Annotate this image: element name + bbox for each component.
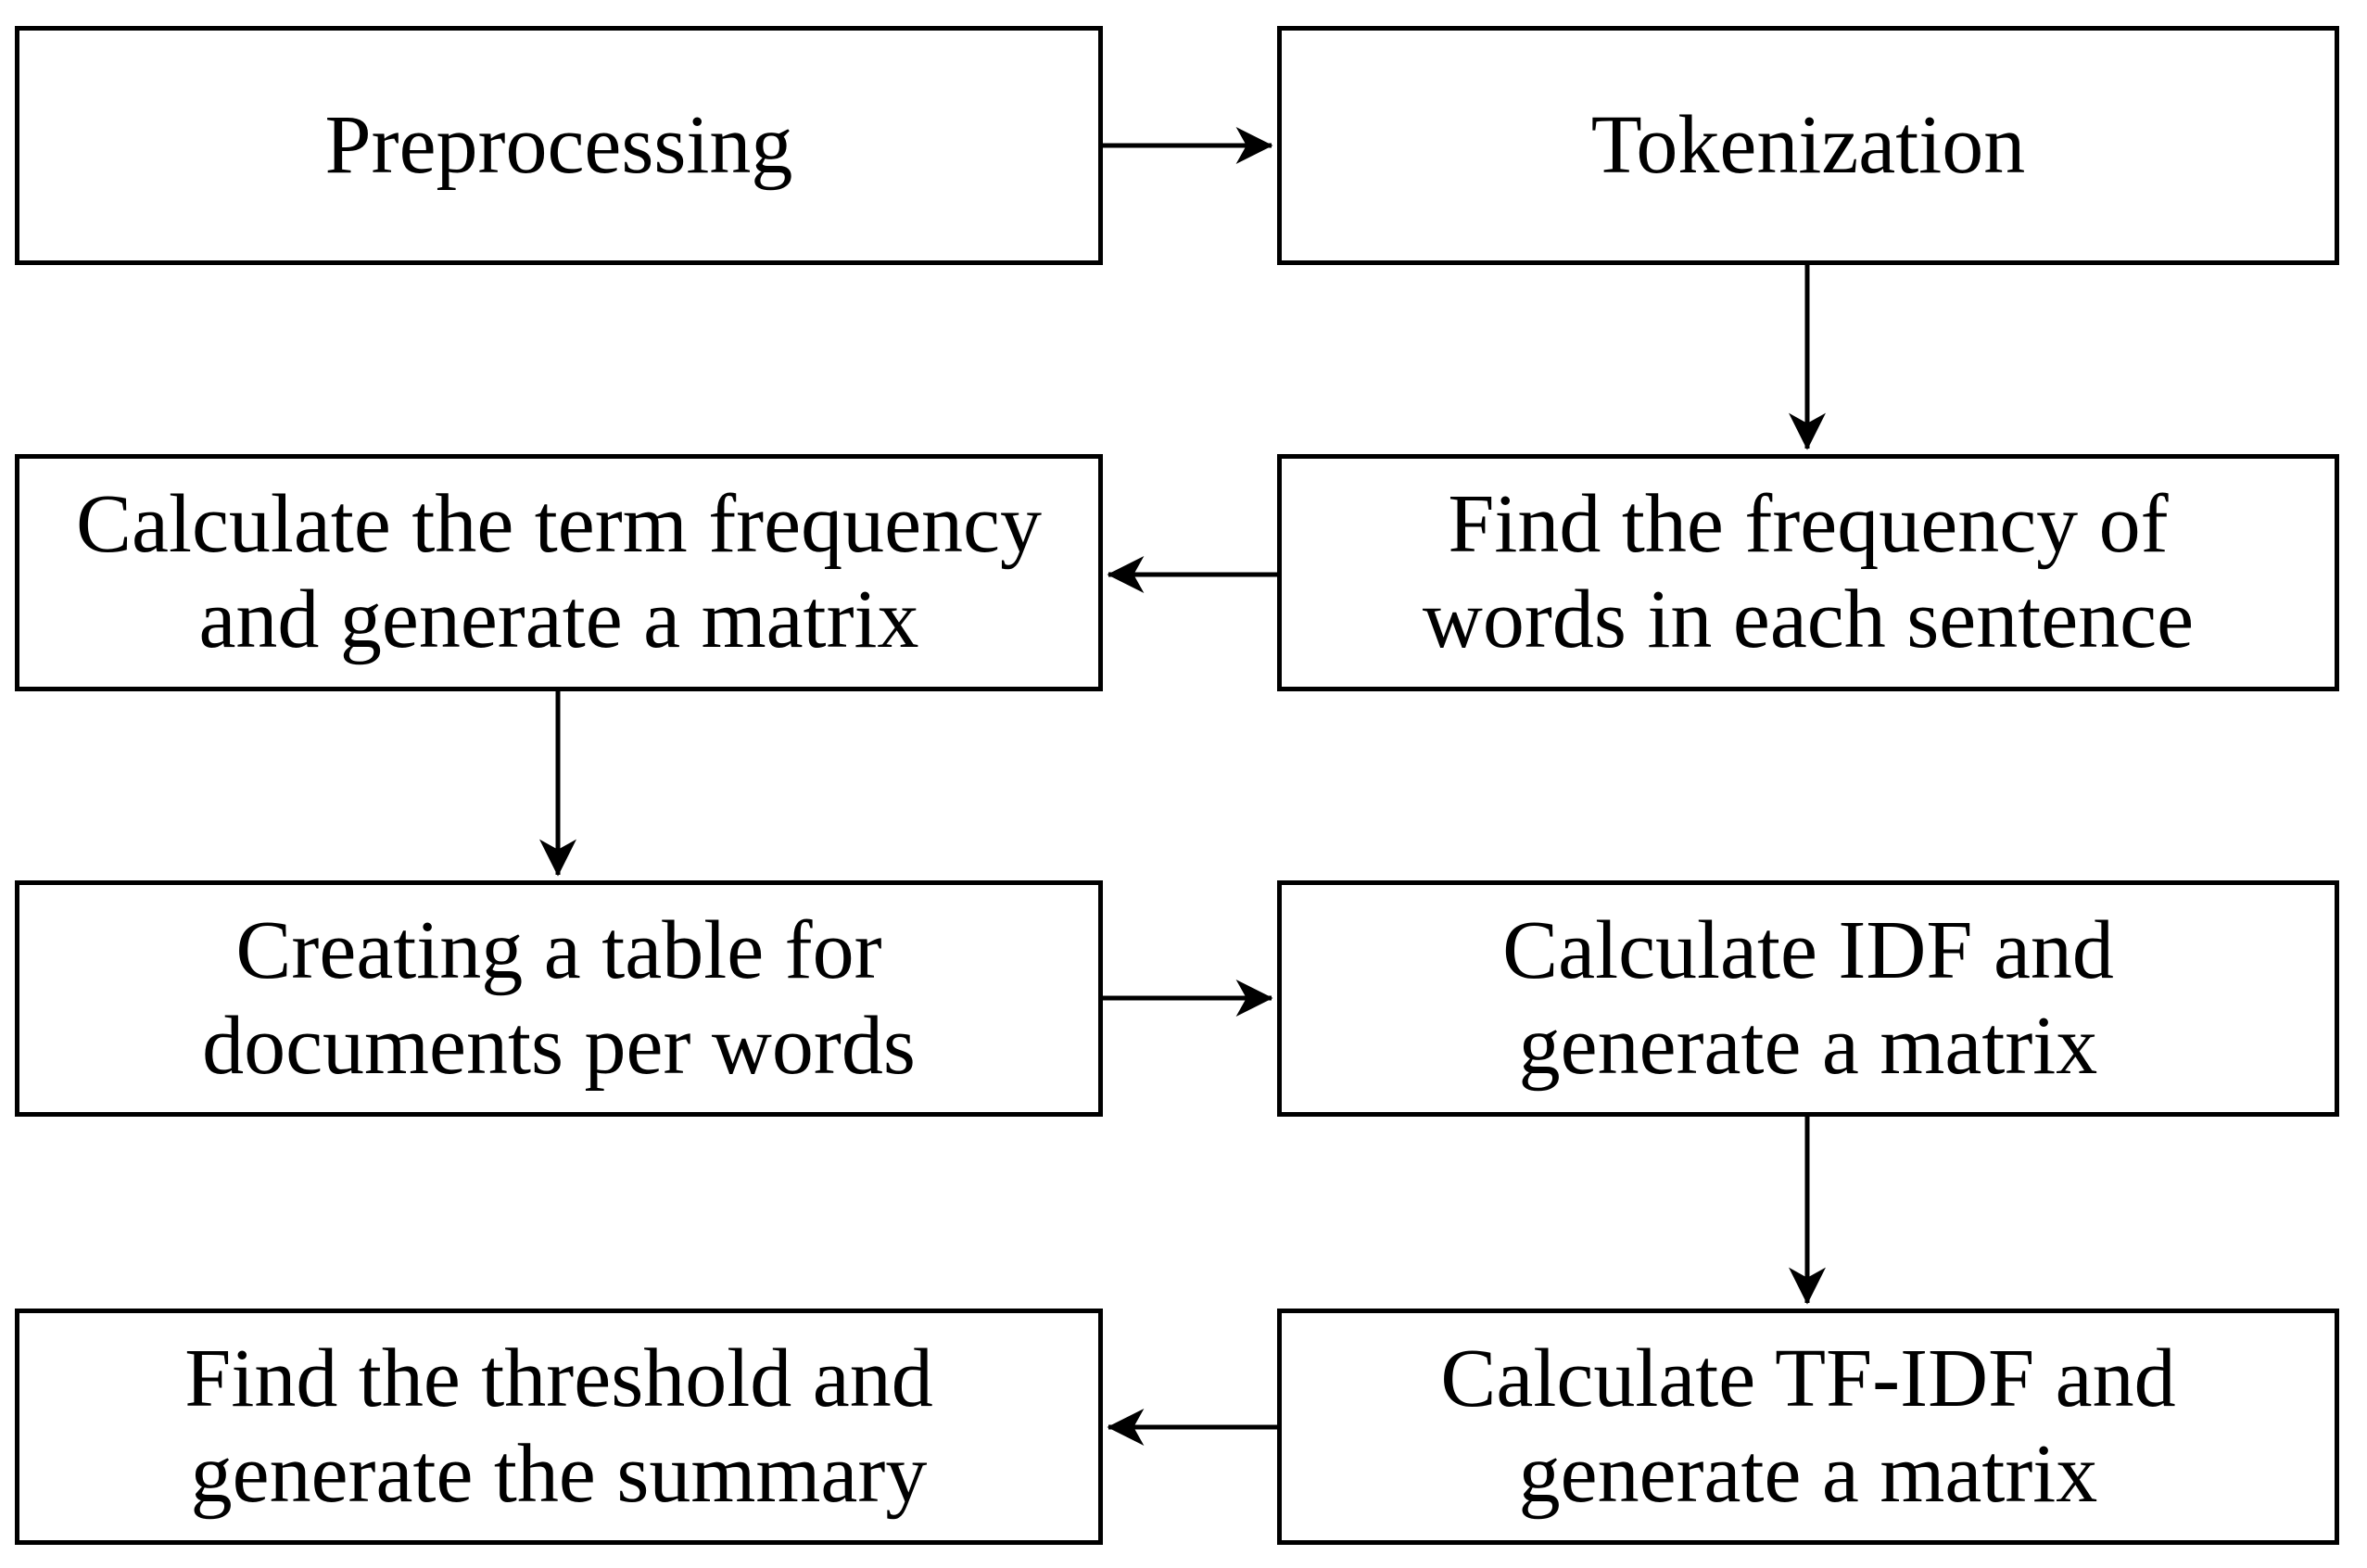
node-label-line: and generate a matrix [198, 574, 919, 665]
node-label-line: generate a matrix [1518, 999, 2098, 1092]
node-term-frequency-matrix: Calculate the term frequency and generat… [15, 454, 1103, 691]
node-tokenization: Tokenization [1277, 26, 2339, 265]
node-idf-matrix: Calculate IDF and generate a matrix [1277, 880, 2339, 1117]
node-label-line: Calculate the term frequency [76, 478, 1042, 571]
node-label-line: documents per words [202, 999, 916, 1092]
node-threshold-summary: Find the threshold and generate the summ… [15, 1309, 1103, 1545]
node-label-line: generate the summary [190, 1427, 928, 1520]
node-tf-idf-matrix: Calculate TF-IDF and generate a matrix [1277, 1309, 2339, 1545]
node-preprocessing: Preprocessing [15, 26, 1103, 265]
node-find-word-frequency: Find the frequency of words in each sent… [1277, 454, 2339, 691]
node-label-line: Calculate IDF and [1502, 904, 2114, 996]
node-label-line: Tokenization [1590, 98, 2026, 191]
node-label-line: Creating a table for [235, 904, 882, 996]
node-label-line: generate a matrix [1518, 1427, 2098, 1520]
node-label-line: words in each sentence [1422, 574, 2195, 665]
node-label-line: Find the threshold and [184, 1332, 933, 1424]
node-documents-per-words-table: Creating a table for documents per words [15, 880, 1103, 1117]
node-label-line: Preprocessing [324, 98, 793, 191]
node-label-line: Calculate TF-IDF and [1440, 1332, 2176, 1424]
node-label-line: Find the frequency of [1448, 478, 2169, 571]
